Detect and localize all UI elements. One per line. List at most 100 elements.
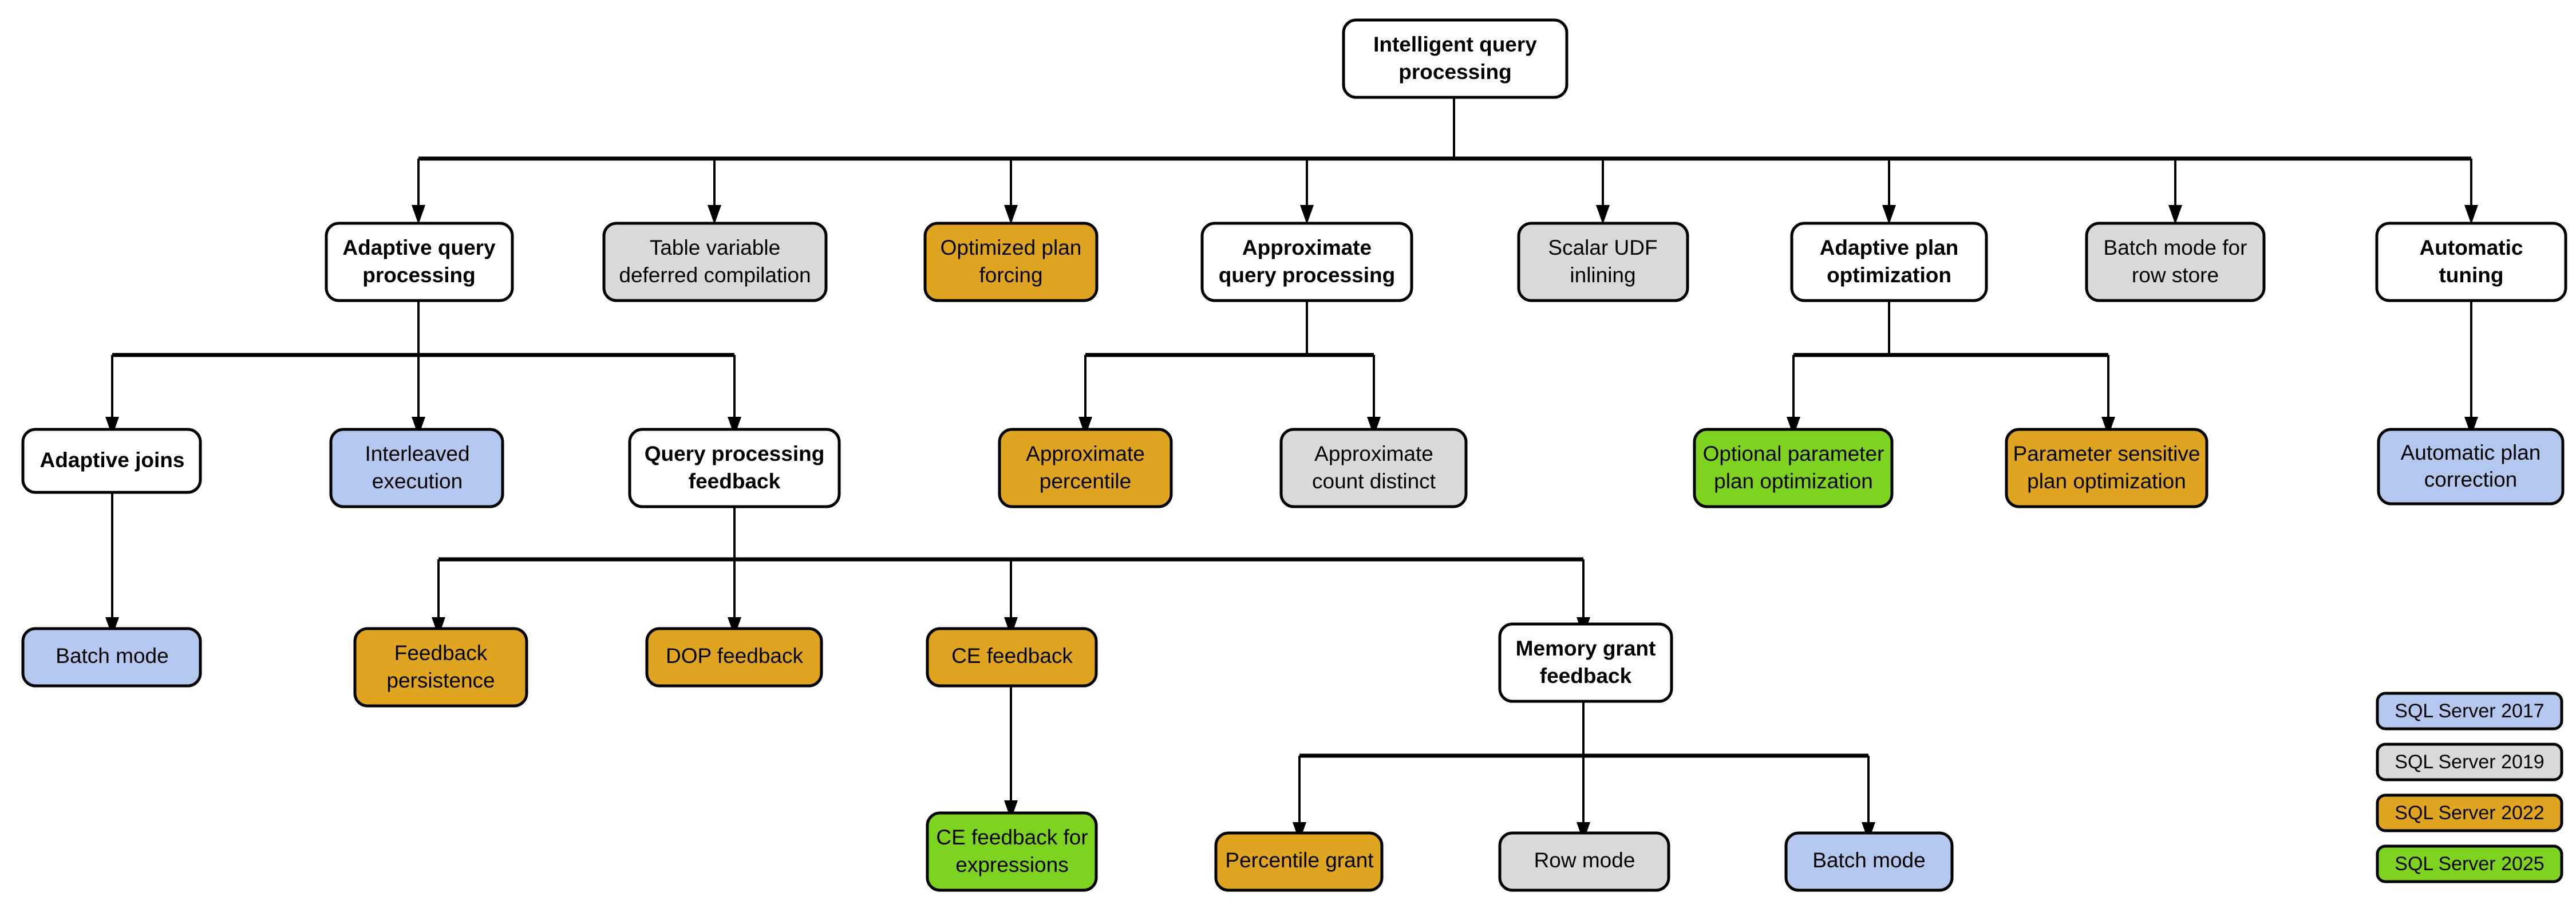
node-label-line: row store xyxy=(2132,263,2219,287)
node-adaptive-query-processing[interactable]: Adaptive query processing xyxy=(325,222,514,302)
node-scalar-udf-inlining[interactable]: Scalar UDF inlining xyxy=(1517,222,1689,302)
node-approximate-query-processing[interactable]: Approximate query processing xyxy=(1200,222,1413,302)
edge-apo-bus xyxy=(1793,301,2108,357)
node-optimized-plan-forcing[interactable]: Optimized plan forcing xyxy=(923,222,1099,302)
node-row-mode[interactable]: Row mode xyxy=(1498,831,1670,892)
node-label-line: processing xyxy=(1398,60,1511,84)
node-feedback-persistence[interactable]: Feedback persistence xyxy=(353,627,528,708)
node-adaptive-joins[interactable]: Adaptive joins xyxy=(21,428,202,494)
node-label-line: DOP feedback xyxy=(666,644,803,668)
node-label-line: expressions xyxy=(955,853,1068,876)
node-label-line: Row mode xyxy=(1534,848,1635,872)
node-label-line: tuning xyxy=(2439,263,2503,287)
legend-item-label: SQL Server 2022 xyxy=(2395,802,2544,824)
node-label-line: plan optimization xyxy=(1714,469,1873,493)
node-label-line: Adaptive joins xyxy=(40,448,185,472)
edge-mgf-percentile-grant xyxy=(1293,756,1306,842)
node-memory-grant-feedback[interactable]: Memory grant feedback xyxy=(1498,622,1673,703)
node-interleaved-execution[interactable]: Interleaved execution xyxy=(329,428,504,508)
node-label-line: Percentile grant xyxy=(1225,848,1374,872)
edge-root-adaptive-query-processing xyxy=(412,159,425,224)
node-label-line: optimization xyxy=(1827,263,1951,287)
node-label-line: Intelligent query xyxy=(1373,33,1537,56)
node-label-line: processing xyxy=(362,263,475,287)
node-adaptive-plan-optimization[interactable]: Adaptive plan optimization xyxy=(1790,222,1988,302)
legend-item-label: SQL Server 2019 xyxy=(2395,751,2544,773)
edge-approxqp-approximate-percentile xyxy=(1078,355,1092,436)
node-label-line: percentile xyxy=(1040,469,1131,493)
edge-aqp-bus xyxy=(112,301,734,357)
node-label-line: Query processing xyxy=(645,442,825,465)
edge-root-batch-mode-for-row-store xyxy=(2168,159,2182,224)
node-label-line: Batch mode for xyxy=(2104,236,2247,259)
legend-item-sql-server-2025[interactable]: SQL Server 2025 xyxy=(2376,844,2563,883)
node-dop-feedback[interactable]: DOP feedback xyxy=(645,627,823,688)
node-label-line: Scalar UDF xyxy=(1548,236,1657,259)
node-label-line: forcing xyxy=(979,263,1042,287)
node-label-line: Parameter sensitive xyxy=(2013,442,2200,465)
node-label-line: deferred compilation xyxy=(619,263,811,287)
node-label-line: Interleaved xyxy=(365,442,469,465)
node-label-line: CE feedback xyxy=(951,644,1073,668)
node-label-line: Batch mode xyxy=(56,644,168,668)
node-approximate-count-distinct[interactable]: Approximate count distinct xyxy=(1279,428,1468,508)
node-batch-mode-adaptive-joins[interactable]: Batch mode xyxy=(21,627,202,688)
edge-root-bus xyxy=(418,97,2471,161)
node-label-line: inlining xyxy=(1570,263,1635,287)
edge-root-automatic-tuning xyxy=(2464,159,2478,224)
legend-item-sql-server-2017[interactable]: SQL Server 2017 xyxy=(2376,692,2563,731)
node-parameter-sensitive-plan-optimization[interactable]: Parameter sensitive plan optimization xyxy=(2005,428,2208,508)
legend-item-sql-server-2022[interactable]: SQL Server 2022 xyxy=(2376,793,2563,832)
connector-layer xyxy=(105,97,2478,842)
node-table-variable-deferred-compilation[interactable]: Table variable deferred compilation xyxy=(602,222,828,302)
legend-item-label: SQL Server 2017 xyxy=(2395,700,2544,722)
node-query-processing-feedback[interactable]: Query processing feedback xyxy=(628,428,841,508)
node-intelligent-query-processing[interactable]: Intelligent query processing xyxy=(1342,18,1568,99)
node-label-line: Automatic plan xyxy=(2401,441,2541,464)
node-batch-mode-for-row-store[interactable]: Batch mode for row store xyxy=(2085,222,2266,302)
edge-approxqp-approximate-count-distinct xyxy=(1367,355,1381,436)
legend-item-label: SQL Server 2025 xyxy=(2395,853,2544,875)
legend-item-sql-server-2019[interactable]: SQL Server 2019 xyxy=(2376,743,2563,781)
node-label-line: persistence xyxy=(386,669,495,692)
node-label-line: Memory grant xyxy=(1516,637,1656,660)
edge-qpf-ce-feedback xyxy=(1004,559,1018,637)
node-label-line: count distinct xyxy=(1312,469,1436,493)
edge-apo-optional-parameter-plan-optimization xyxy=(1787,355,1800,436)
edge-mgf-batch-mode xyxy=(1862,756,1875,842)
node-label-line: execution xyxy=(372,469,463,493)
node-label-line: query processing xyxy=(1219,263,1395,287)
node-percentile-grant[interactable]: Percentile grant xyxy=(1214,831,1384,892)
node-label-line: Optional parameter xyxy=(1703,442,1884,465)
node-label-line: Adaptive query xyxy=(342,236,496,259)
node-ce-feedback-for-expressions[interactable]: CE feedback for expressions xyxy=(926,811,1098,892)
edge-root-adaptive-plan-optimization xyxy=(1882,159,1896,224)
edge-aqp-interleaved-execution xyxy=(412,355,425,436)
node-label-line: Batch mode xyxy=(1812,848,1925,872)
edge-root-approximate-query-processing xyxy=(1300,159,1314,224)
edge-apo-parameter-sensitive-plan-optimization xyxy=(2101,355,2115,436)
node-label-line: Approximate xyxy=(1026,442,1145,465)
node-label-line: Feedback xyxy=(394,641,488,665)
node-automatic-plan-correction[interactable]: Automatic plan correction xyxy=(2377,428,2565,506)
node-ce-feedback[interactable]: CE feedback xyxy=(926,627,1098,688)
node-label-line: Approximate xyxy=(1314,442,1433,465)
edge-ce-feedback-ce-feedback-for-expressions xyxy=(1004,676,1018,820)
node-batch-mode-memory-grant[interactable]: Batch mode xyxy=(1784,831,1954,892)
node-label-line: plan optimization xyxy=(2027,469,2186,493)
node-optional-parameter-plan-optimization[interactable]: Optional parameter plan optimization xyxy=(1693,428,1894,508)
edge-root-optimized-plan-forcing xyxy=(1004,159,1018,224)
node-label-line: Table variable xyxy=(650,236,780,259)
edge-qpf-feedback-persistence xyxy=(432,559,445,637)
node-label-line: Approximate xyxy=(1242,236,1372,259)
node-label-line: feedback xyxy=(689,469,781,493)
node-approximate-percentile[interactable]: Approximate percentile xyxy=(998,428,1173,508)
edge-aqp-query-processing-feedback xyxy=(728,355,741,436)
edge-mgf-row-mode xyxy=(1577,756,1590,842)
node-automatic-tuning[interactable]: Automatic tuning xyxy=(2375,222,2567,302)
legend: SQL Server 2017 SQL Server 2019 SQL Serv… xyxy=(2376,692,2563,883)
node-label-line: Automatic xyxy=(2420,236,2523,259)
edge-aqp-adaptive-joins xyxy=(105,355,119,436)
node-label-line: correction xyxy=(2424,468,2517,491)
